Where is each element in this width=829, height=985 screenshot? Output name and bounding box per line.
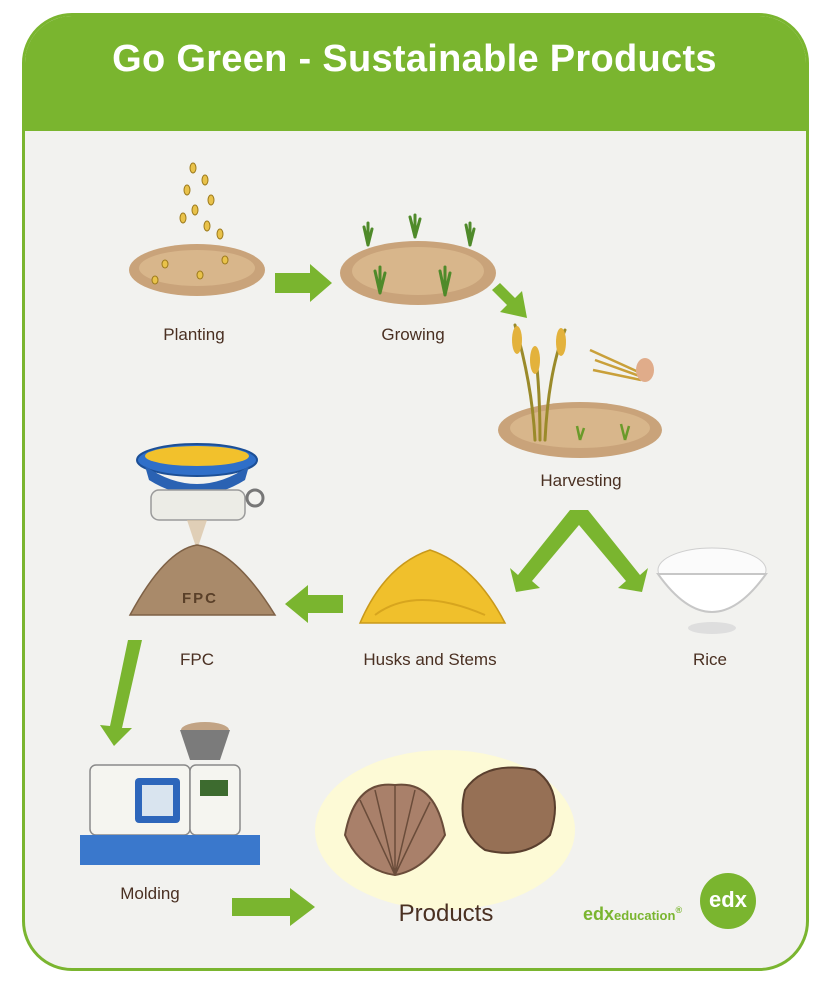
rice-plant-icon — [498, 323, 662, 458]
rice-bowl-icon — [656, 547, 768, 634]
stage-label-rice: Rice — [692, 650, 727, 669]
brand-registered: ® — [675, 905, 683, 915]
molding-machine-icon — [80, 722, 260, 865]
stage-label-molding: Molding — [120, 884, 180, 903]
stage-label-products: Products — [398, 900, 494, 927]
shell-product-icon — [315, 750, 575, 910]
stage-label-husks: Husks and Stems — [363, 650, 497, 669]
brand-wordmark: edxeducation® — [583, 904, 682, 925]
seeds-icon — [129, 162, 265, 296]
brand-logo: edx — [700, 873, 756, 929]
brand-suffix: education — [614, 908, 676, 923]
fpc-pile-text: FPC — [182, 590, 218, 607]
title-band — [25, 16, 806, 131]
stage-label-harvesting: Harvesting — [540, 471, 622, 490]
seedlings-icon — [340, 213, 496, 305]
stage-label-growing: Growing — [381, 325, 445, 344]
stage-label-fpc: FPC — [180, 650, 214, 669]
fpc-grinder-icon — [128, 443, 277, 616]
stage-label-planting: Planting — [163, 325, 225, 344]
brand-wordmark-text: edx — [583, 904, 615, 924]
husk-pile-icon — [358, 549, 507, 624]
page-title: Go Green - Sustainable Products — [112, 38, 717, 80]
